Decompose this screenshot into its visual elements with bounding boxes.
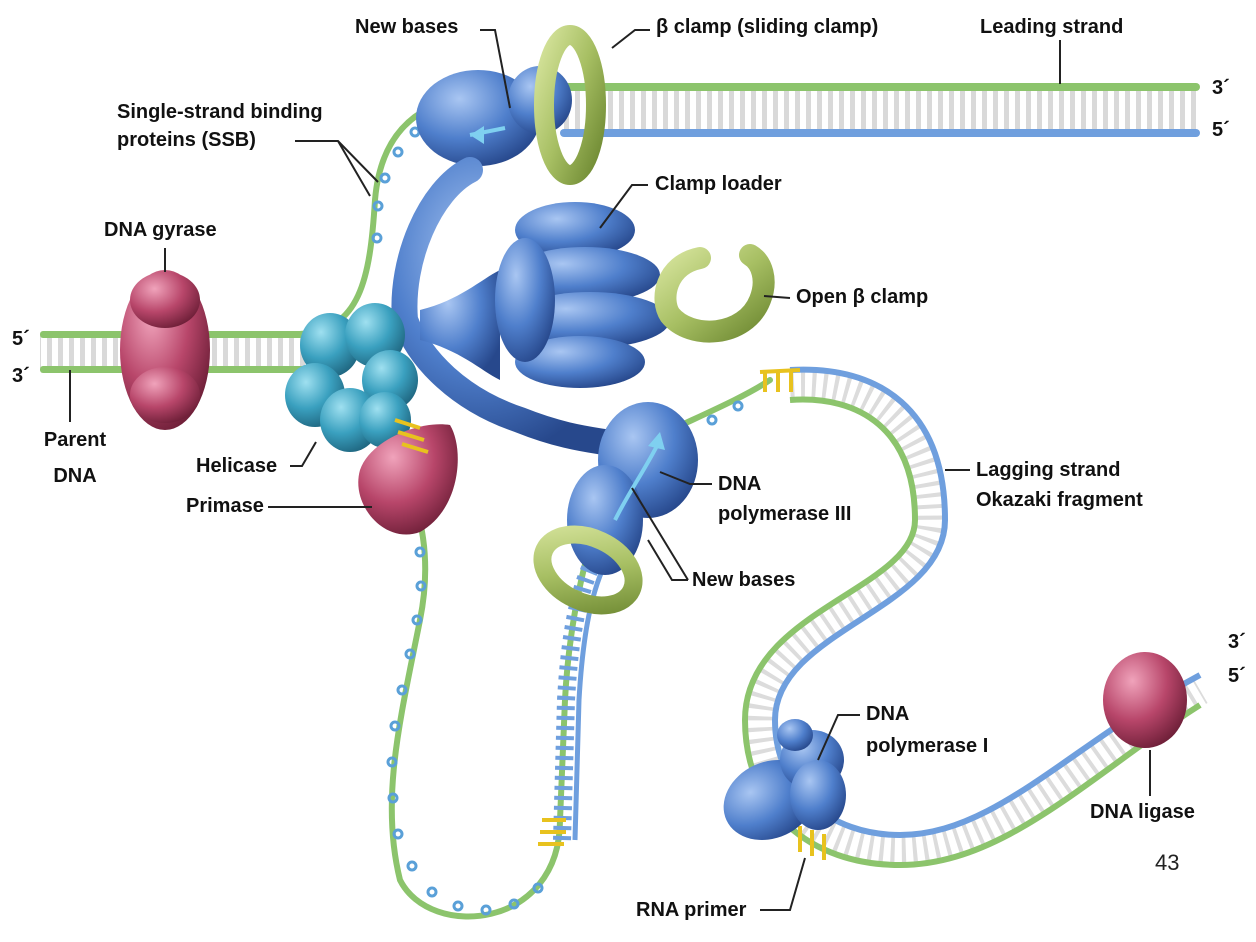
parent-end-3: 3´ bbox=[12, 364, 30, 389]
ligase-end-5: 5´ bbox=[1228, 664, 1246, 689]
label-dna-pol1-line1: DNA bbox=[866, 702, 909, 727]
clamp-loader bbox=[420, 202, 670, 388]
label-dna-pol3-line1: DNA bbox=[718, 472, 761, 497]
label-open-beta-clamp: Open β clamp bbox=[796, 285, 928, 310]
label-beta-clamp: β clamp (sliding clamp) bbox=[656, 15, 878, 40]
label-primase: Primase bbox=[186, 494, 264, 519]
dna-gyrase bbox=[120, 270, 210, 430]
ligase-end-3: 3´ bbox=[1228, 630, 1246, 655]
label-leading-strand: Leading strand bbox=[980, 15, 1123, 40]
leading-end-5: 5´ bbox=[1212, 118, 1230, 143]
label-parent-dna-line2: DNA bbox=[30, 464, 120, 489]
leading-end-3: 3´ bbox=[1212, 76, 1230, 101]
label-lagging-line2: Okazaki fragment bbox=[976, 488, 1143, 513]
label-dna-gyrase: DNA gyrase bbox=[104, 218, 217, 243]
dna-ligase bbox=[1103, 652, 1187, 748]
leading-strand-duplex bbox=[560, 83, 1200, 137]
helicase bbox=[285, 303, 418, 452]
label-dna-pol3-line2: polymerase III bbox=[718, 502, 851, 527]
label-rna-primer: RNA primer bbox=[636, 898, 746, 923]
label-clamp-loader: Clamp loader bbox=[655, 172, 782, 197]
label-new-bases-top: New bases bbox=[355, 15, 458, 40]
label-parent-dna-line1: Parent bbox=[30, 428, 120, 453]
label-new-bases-mid: New bases bbox=[692, 568, 795, 593]
label-ssb-line2: proteins (SSB) bbox=[117, 128, 256, 153]
label-dna-ligase: DNA ligase bbox=[1090, 800, 1195, 825]
open-beta-clamp bbox=[665, 255, 763, 332]
label-lagging-line1: Lagging strand bbox=[976, 458, 1120, 483]
label-helicase: Helicase bbox=[196, 454, 277, 479]
parent-end-5: 5´ bbox=[12, 327, 30, 352]
page-number: 43 bbox=[1155, 850, 1179, 876]
label-ssb-line1: Single-strand binding bbox=[117, 100, 323, 125]
label-dna-pol1-line2: polymerase I bbox=[866, 734, 988, 759]
